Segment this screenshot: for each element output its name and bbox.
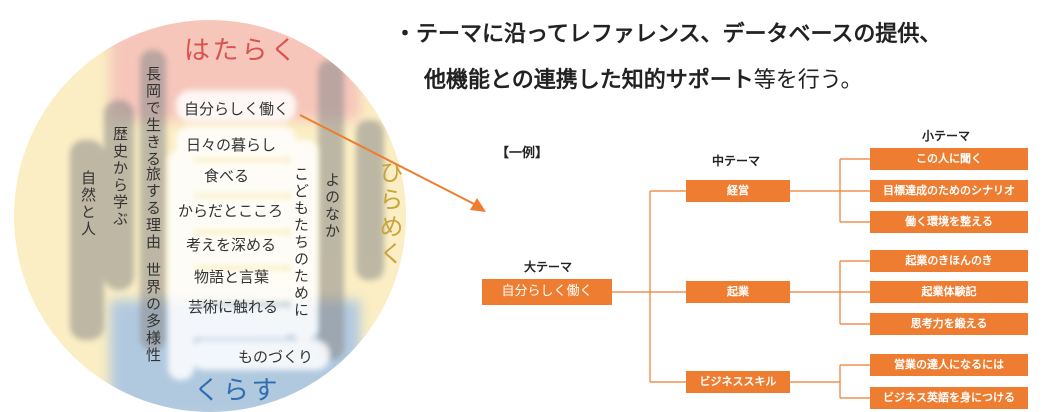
example-label: 【一例】 [496, 146, 549, 161]
arrow-line [299, 114, 479, 207]
bullet-line-1-text: ・テーマに沿ってレファレンス、データベースの提供、 [394, 22, 942, 47]
small-theme-0-2: 働く環境を整える [870, 211, 1028, 233]
arrow-head [470, 198, 486, 212]
small-theme-0-1: 目標達成のためのシナリオ [870, 180, 1028, 202]
col-rekishi: 歴史から学ぶ [111, 126, 129, 228]
col-sekai: 世界の多様性 [144, 262, 162, 364]
root-theme-box: 自分らしく働く [482, 279, 612, 305]
col-yononaka: よのなか [323, 172, 341, 240]
small-theme-2-0: 営業の達人になるには [870, 354, 1028, 376]
row-monozukuri: ものづくり [238, 348, 314, 366]
row-5: 物語と言葉 [194, 268, 270, 286]
mid-theme-1: 起業 [686, 281, 790, 303]
bullet-line-1: ・テーマに沿ってレファレンス、データベースの提供、 [394, 16, 941, 48]
label-hirameku: ひらめく [375, 160, 403, 268]
bullet-line-2: 他機能との連携した知的サポート等を行う。 [424, 62, 862, 94]
header-small-theme: 小テーマ [922, 129, 971, 143]
label-hataraku: はたらく [184, 36, 300, 66]
row-3: からだとこころ [178, 202, 284, 220]
col-shizen-to-hito: 自然と人 [79, 170, 97, 238]
small-theme-2-1: ビジネス英語を身につける [870, 387, 1028, 409]
header-mid-theme: 中テーマ [712, 154, 761, 168]
label-kurasu: くらす [194, 376, 281, 406]
bullet-line-2-rest: 等を行う。 [753, 68, 863, 93]
mid-theme-2: ビジネススキル [686, 371, 790, 393]
small-theme-1-1: 起業体験記 [870, 281, 1028, 303]
small-theme-1-0: 起業のきほんのき [870, 250, 1028, 272]
header-large-theme: 大テーマ [524, 260, 573, 274]
row-1: 日々の暮らし [186, 136, 277, 154]
row-6: 芸術に触れる [188, 298, 279, 316]
col-tabi: 旅する理由 [144, 166, 162, 251]
col-nagaoka: 長岡で生きる [144, 66, 162, 168]
small-theme-1-2: 思考力を鍛える [870, 313, 1028, 335]
small-theme-0-0: この人に聞く [870, 148, 1028, 170]
mid-theme-0: 経営 [686, 180, 790, 202]
row-2: 食べる [204, 167, 250, 185]
bullet-line-2-bold: 他機能との連携した知的サポート [424, 68, 754, 93]
row-4: 考えを深める [186, 236, 277, 254]
row-0: 自分らしく働く [184, 100, 290, 118]
col-kodomo: こどもたちのために [292, 166, 310, 319]
